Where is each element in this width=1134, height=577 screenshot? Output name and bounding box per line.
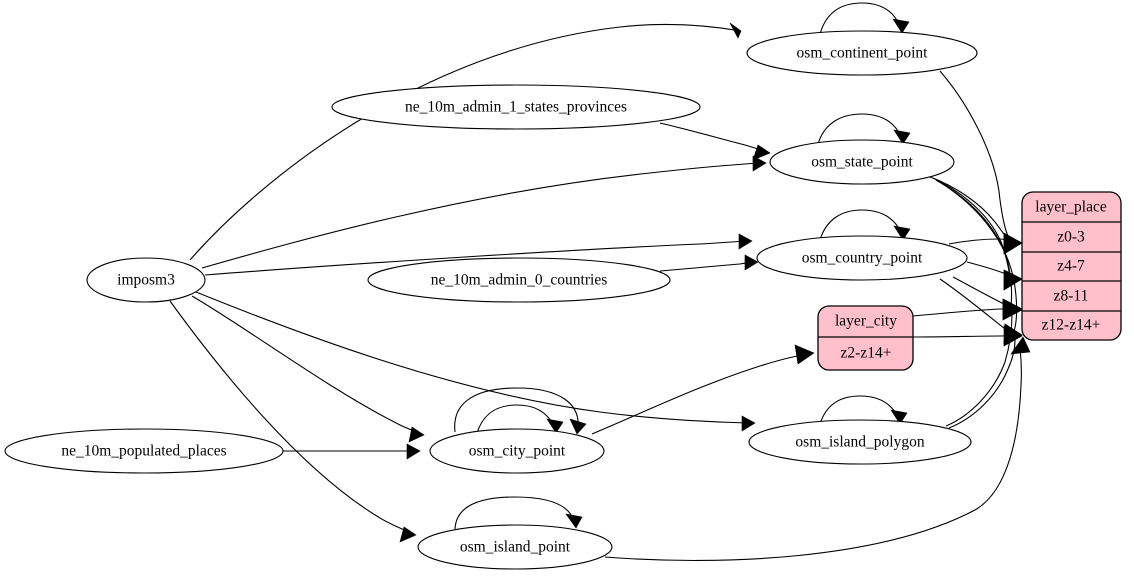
edge-imposm3-to-osm_state_point (201, 155, 767, 269)
node-label-osm_island_point: osm_island_point (460, 539, 571, 556)
node-osm_island_polygon[interactable]: osm_island_polygon (748, 419, 972, 465)
node-label-ne_10m_admin_0_countries: ne_10m_admin_0_countries (431, 272, 608, 289)
edge-ne_10m_populated_places-to-osm_city_point (283, 443, 421, 460)
edge-self-loop-osm_country_point (819, 209, 911, 241)
node-osm_city_point[interactable]: osm_city_point (429, 428, 605, 474)
record-node-layer_city[interactable]: layer_city z2-z14+ (817, 305, 914, 371)
record-node-layer_place[interactable]: layer_place z0-3 z4-7 z8-11 z12-z14+ (1021, 191, 1122, 341)
node-ne_10m_admin_0_countries[interactable]: ne_10m_admin_0_countries (367, 257, 671, 303)
edge-ne_10m_admin_0_countries-to-osm_country_point (659, 254, 759, 272)
edge-ne_10m_admin_1_states_provinces-to-osm_state_point (659, 122, 771, 161)
edge-osm_island_polygon-to-layer_place-z8-11 (945, 299, 1023, 427)
node-osm_island_point[interactable]: osm_island_point (417, 524, 613, 570)
edge-osm_country_point-to-layer_place-z0-3 (948, 233, 1023, 255)
node-imposm3[interactable]: imposm3 (86, 257, 206, 303)
edge-imposm3-to-osm_city_point (191, 295, 425, 443)
node-label-ne_10m_admin_1_states_provinces: ne_10m_admin_1_states_provinces (405, 99, 627, 116)
record-row-layer_place-z12-z14plus[interactable]: z12-z14+ (1042, 317, 1101, 334)
ellipse-node-layer: imposm3 ne_10m_admin_1_states_provinces … (4, 30, 978, 570)
edge-self-loop-osm_continent_point (819, 2, 910, 35)
node-label-osm_island_polygon: osm_island_polygon (795, 434, 924, 451)
record-row-layer_place-z8-11[interactable]: z8-11 (1054, 288, 1089, 305)
edge-imposm3-to-osm_island_polygon (195, 291, 756, 432)
record-row-layer_place-z0-3[interactable]: z0-3 (1057, 229, 1085, 246)
edge-self-loop-osm_island_point (454, 496, 583, 530)
edge-self-loop-osm_island_polygon (819, 395, 908, 425)
edge-imposm3-to-osm_country_point (204, 233, 753, 276)
node-label-osm_city_point: osm_city_point (469, 443, 566, 460)
record-node-layer: layer_place z0-3 z4-7 z8-11 z12-z14+ lay… (817, 191, 1122, 371)
node-ne_10m_populated_places[interactable]: ne_10m_populated_places (4, 428, 284, 474)
edge-osm_country_point-to-layer_place-z4-7 (966, 261, 1023, 291)
edge-layer (169, 2, 1031, 562)
record-row-layer_place-header: layer_place (1035, 199, 1107, 216)
edge-imposm3-to-osm_island_point (169, 300, 417, 543)
node-osm_continent_point[interactable]: osm_continent_point (746, 30, 978, 76)
node-osm_state_point[interactable]: osm_state_point (769, 139, 955, 185)
edge-osm_island_polygon-to-layer_place-z12-z14+ (948, 325, 1023, 429)
node-ne_10m_admin_1_states_provinces[interactable]: ne_10m_admin_1_states_provinces (331, 84, 701, 130)
edge-osm_city_point-to-layer_city-z2-z14+ (591, 344, 815, 435)
edge-self-loop-osm_city_point-outer (454, 387, 587, 435)
edge-self-loop-osm_state_point (817, 113, 911, 145)
node-label-imposm3: imposm3 (117, 272, 175, 289)
record-row-layer_city-z2-z14plus[interactable]: z2-z14+ (841, 345, 892, 362)
node-label-osm_country_point: osm_country_point (802, 250, 923, 267)
node-label-osm_state_point: osm_state_point (811, 154, 913, 171)
node-label-osm_continent_point: osm_continent_point (797, 45, 929, 62)
node-osm_country_point[interactable]: osm_country_point (756, 235, 968, 281)
edge-imposm3-to-osm_continent_point (189, 22, 742, 261)
record-row-layer_place-z4-7[interactable]: z4-7 (1057, 258, 1085, 275)
edge-self-loop-osm_city_point-inner (476, 404, 564, 434)
node-label-ne_10m_populated_places: ne_10m_populated_places (61, 443, 226, 460)
edge-osm_island_point-to-layer_place-z12-z14+ (604, 336, 1031, 562)
record-row-layer_city-header: layer_city (835, 313, 897, 330)
